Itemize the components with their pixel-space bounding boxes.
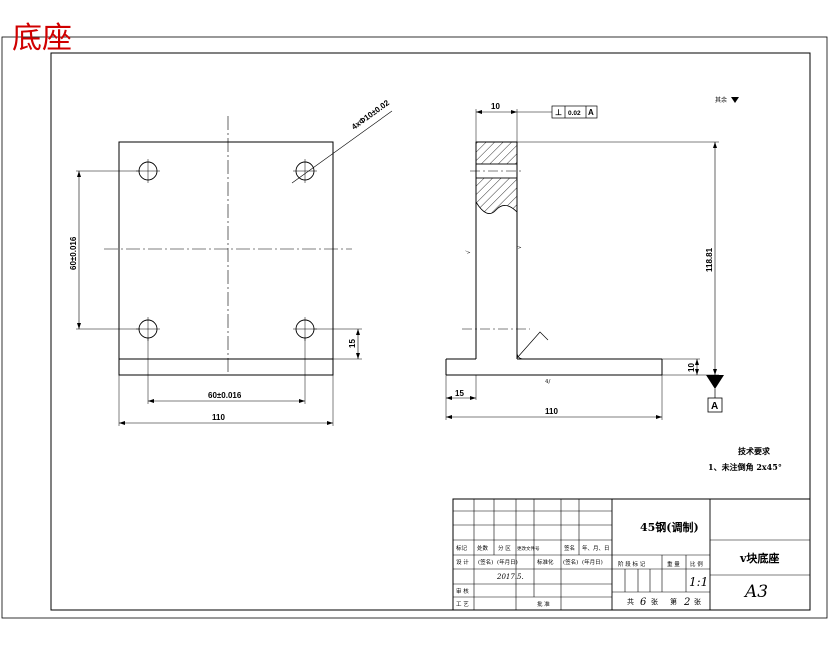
roughness-symbol-inner <box>516 331 549 359</box>
part-name-text: v块底座 <box>739 551 779 565</box>
fillet-corner <box>516 351 525 360</box>
stage-mark-header: 阶 段 标 记 <box>618 560 646 568</box>
scale-text: 1:1 <box>689 575 708 589</box>
header-count: 处数 <box>477 544 489 552</box>
header-sign: 签名 <box>564 544 575 552</box>
roughness-mark-right: √ <box>516 245 523 249</box>
side-view <box>445 105 723 420</box>
design-sign: (签名) <box>478 558 493 566</box>
drawing-title: 底座 <box>12 21 72 56</box>
sheet-size-text: A3 <box>743 582 768 602</box>
inner-border <box>50 52 811 611</box>
process-label: 工 艺 <box>456 601 469 608</box>
design-date: (年月日) <box>497 558 518 566</box>
header-date: 年、月、日 <box>582 544 610 552</box>
header-mark: 标记 <box>456 544 468 552</box>
tolerance-frame <box>551 105 598 119</box>
plate-outline <box>118 141 334 376</box>
dim-text-overall-width: 110 <box>212 413 225 422</box>
front-view-arrowheads <box>77 171 360 425</box>
datum-box <box>707 397 723 413</box>
dim-text-hole-vertical: 60±0.016 <box>69 236 78 270</box>
total-suffix: 张 <box>651 597 658 606</box>
sheet-number: 2 <box>683 597 690 608</box>
weight-header: 重 量 <box>667 560 680 568</box>
dim-text-base-thickness: 10 <box>687 363 696 372</box>
roughness-mark-base: 4/ <box>545 379 550 385</box>
sheet-prefix: 第 <box>670 597 677 606</box>
title-block <box>452 498 811 611</box>
dim-text-bottom-offset: 15 <box>348 339 357 348</box>
approve-label: 批 准 <box>537 600 550 608</box>
front-view <box>76 110 393 426</box>
dim-text-base-width: 110 <box>545 407 558 416</box>
total-prefix: 共 <box>627 597 634 606</box>
scale-header: 比 例 <box>690 560 703 568</box>
standardization-sign: (签名) <box>563 558 578 566</box>
side-view-arrowheads <box>446 97 739 419</box>
standardization-label: 标准化 <box>537 558 554 566</box>
dim-text-thickness: 10 <box>491 102 500 111</box>
section-hatch-top <box>475 141 518 165</box>
sheet-suffix: 张 <box>694 597 701 606</box>
standardization-date: (年月日) <box>582 558 603 566</box>
dim-text-base-left: 15 <box>455 389 464 398</box>
hole-callout-leader <box>291 110 393 184</box>
tech-req-heading: 技术要求 <box>738 446 771 456</box>
hole-bottom-right <box>293 317 317 341</box>
datum-triangle <box>706 375 724 389</box>
hole-top-right <box>293 159 317 183</box>
date-value: 2017.5. <box>496 573 524 581</box>
roughness-rest-label: 其余 <box>715 96 727 104</box>
outer-border <box>1 36 828 619</box>
check-label: 审 核 <box>456 587 469 595</box>
material-text: 45钢(调制) <box>640 520 699 534</box>
tolerance-datum: A <box>588 108 594 117</box>
section-hatch-bottom <box>475 177 518 214</box>
dim-text-height: 118.81 <box>705 247 714 272</box>
roughness-mark-left: √ <box>465 250 472 254</box>
dim-text-hole-horizontal: 60±0.016 <box>208 391 242 400</box>
datum-label: A <box>711 401 718 412</box>
total-sheets: 6 <box>640 597 647 608</box>
tolerance-symbol: ⊥ <box>555 108 562 117</box>
header-change-doc: 更改文件号 <box>517 545 540 552</box>
header-zone: 分 区 <box>498 544 511 552</box>
design-label: 设 计 <box>456 558 469 566</box>
tech-req-item-1: 1、未注倒角 2x45° <box>708 462 782 472</box>
tolerance-value: 0.02 <box>568 110 581 117</box>
